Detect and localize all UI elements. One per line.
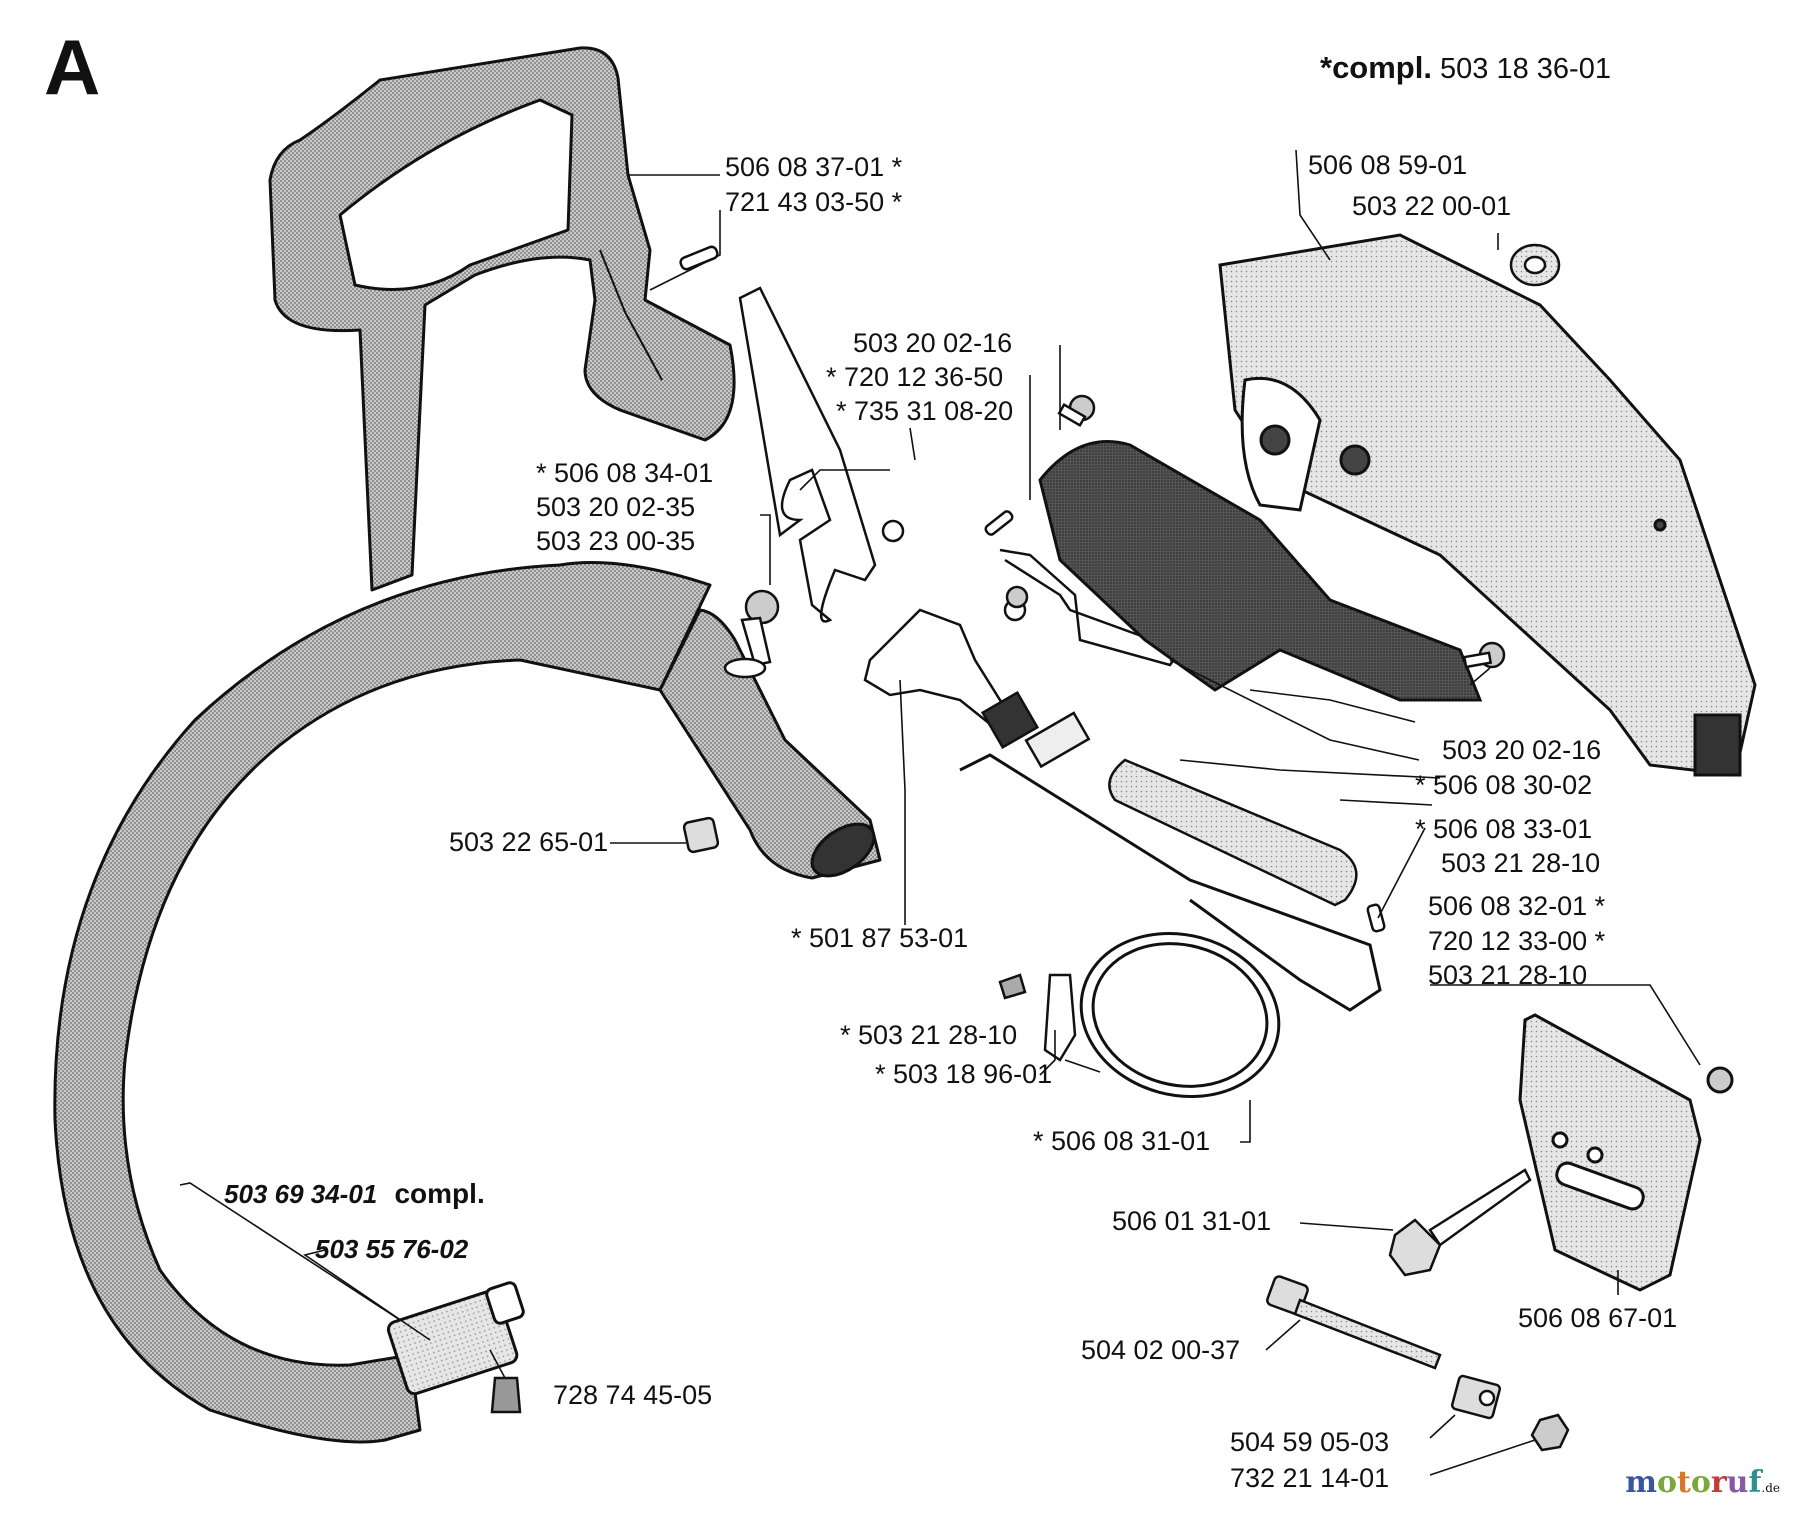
part-label: 503 22 00-01 [1352,191,1512,221]
bracket-part [998,973,1077,1062]
handle-screw-part [723,589,780,679]
part-label: * 503 21 28-10 [840,1020,1018,1050]
part-label: 506 01 31-01 [1112,1206,1272,1236]
cover-nut-part [1509,243,1561,287]
part-label: * 720 12 36-50 [826,362,1004,392]
part-label: * 501 87 53-01 [791,923,969,953]
part-label: 506 08 59-01 [1308,150,1468,180]
part-label: 504 59 05-03 [1230,1427,1390,1457]
part-label: 503 23 00-35 [536,526,696,556]
part-label: 732 21 14-01 [1230,1463,1390,1493]
part-label: 503 21 28-10 [1428,960,1588,990]
leader-lines [179,149,1701,1476]
bolt-part [1388,1168,1532,1277]
watermark-letter: o [1656,1465,1677,1500]
complete-kit-note: *compl. 503 18 36-01 [1320,52,1611,84]
front-handle-bar [53,561,882,1444]
set-screw-part [490,1376,522,1414]
watermark-letter: r [1710,1465,1727,1500]
part-label: 504 02 00-37 [1081,1335,1241,1365]
watermark-brand: motoruf [1625,1465,1761,1500]
part-label: 728 74 45-05 [553,1380,713,1410]
part-label: 503 21 28-10 [1441,848,1601,878]
brake-lever-part [738,286,905,623]
part-label: * 506 08 33-01 [1415,814,1593,844]
part-label: 721 43 03-50 * [725,187,903,217]
part-label: 503 20 02-16 [1442,735,1602,765]
part-label: 503 20 02-16 [853,328,1013,358]
tensioner-nut-part [1450,1374,1570,1452]
watermark-letter: o [1690,1465,1711,1500]
part-label: * 506 08 30-02 [1415,770,1593,800]
compl-suffix: compl. [394,1178,485,1209]
section-letter: A [44,23,101,111]
part-label: * 506 08 31-01 [1033,1126,1211,1156]
part-label: 506 08 67-01 [1518,1303,1678,1333]
latch-part [863,598,1091,769]
part-label: 503 20 02-35 [536,492,696,522]
watermark-letter: u [1726,1465,1749,1500]
spring-bracket-part [999,548,1182,667]
part-label: * 503 18 96-01 [875,1059,1053,1089]
tensioner-screw-part [1266,1275,1442,1370]
compl-part-number-2: 503 55 76-02 [315,1234,469,1264]
pin-small-part [984,510,1386,933]
compl-part-number: 503 69 34-01 [224,1179,378,1209]
cover-screw-part [1005,394,1506,669]
clutch-cover-outer-part [1218,233,1757,777]
watermark-tld: .de [1761,1481,1780,1495]
part-label: 506 08 37-01 * [725,152,903,182]
part-label: * 735 31 08-20 [836,396,1014,426]
compl-part-label: 503 69 34-01 compl. [224,1180,485,1208]
spring-part [1108,758,1358,907]
part-label: * 506 08 34-01 [536,458,714,488]
part-label: 506 08 32-01 * [1428,891,1606,921]
rear-handle-part [268,46,736,592]
compl-note-prefix: *compl. [1320,50,1432,85]
watermark: motoruf.de [1625,1465,1780,1500]
brake-band-part [959,753,1382,1098]
watermark-letter: t [1676,1465,1691,1500]
square-nut-part [682,816,720,854]
clutch-cover-inner-part [1038,440,1483,702]
bar-plate-part [1518,1013,1734,1292]
compl-note-part-number: 503 18 36-01 [1440,53,1611,85]
watermark-letter: m [1625,1465,1657,1500]
watermark-letter: f [1748,1465,1762,1500]
part-label: 720 12 33-00 * [1428,926,1606,956]
part-label: 503 22 65-01 [449,827,609,857]
